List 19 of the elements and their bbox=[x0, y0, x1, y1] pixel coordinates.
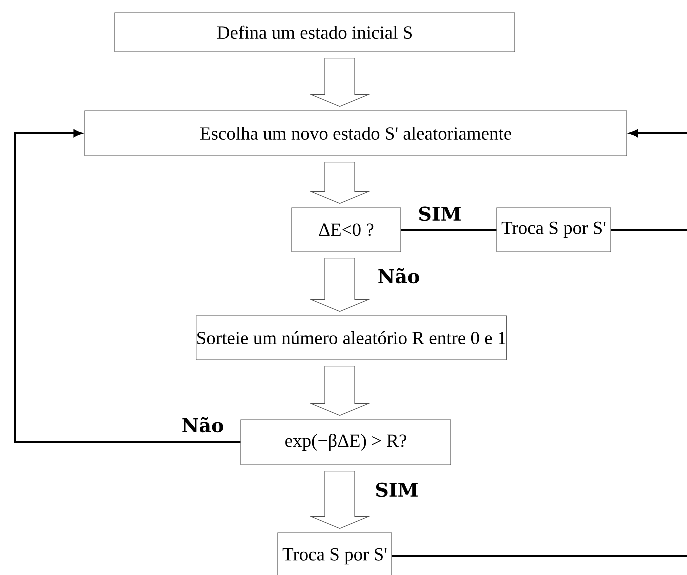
block-arrow bbox=[310, 366, 371, 416]
block-arrow bbox=[310, 471, 371, 530]
process-box: Troca S por S' bbox=[496, 208, 612, 252]
block-arrow bbox=[310, 58, 371, 108]
arrow bbox=[392, 130, 687, 558]
arrow bbox=[14, 130, 241, 444]
edge-label: SIM bbox=[376, 482, 418, 498]
edge-label: SIM bbox=[419, 206, 461, 222]
process-box: Sorteie um número aleatório R entre 0 e 1 bbox=[196, 316, 507, 360]
process-box: Troca S por S' bbox=[278, 532, 392, 575]
process-box: ΔE<0 ? bbox=[292, 208, 402, 252]
process-box: Escolha um novo estado S' aleatoriamente bbox=[84, 110, 628, 156]
edge-label: Não bbox=[378, 268, 420, 284]
block-arrow bbox=[310, 258, 371, 312]
process-box: exp(−βΔE) > R? bbox=[240, 420, 452, 466]
process-box: Defina um estado inicial S bbox=[114, 12, 516, 52]
edge-label: Não bbox=[182, 417, 224, 433]
connector-line bbox=[401, 229, 497, 231]
block-arrow bbox=[310, 162, 371, 204]
